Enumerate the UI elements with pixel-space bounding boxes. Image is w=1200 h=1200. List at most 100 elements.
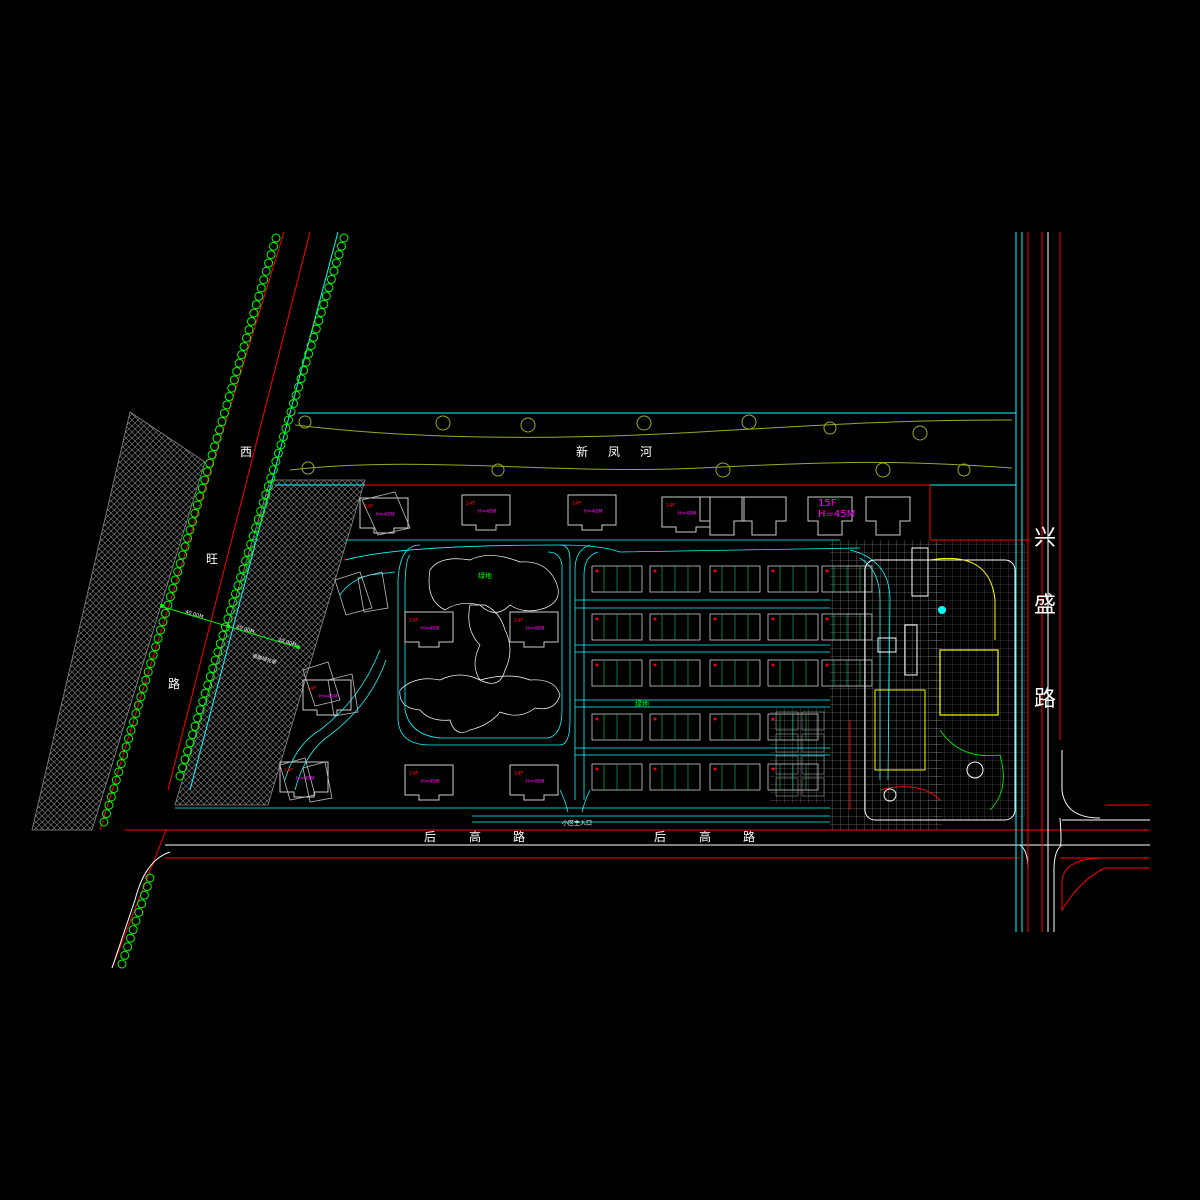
tree-icon: [258, 498, 268, 508]
tree-icon: [136, 692, 146, 702]
townhouse-unit: [591, 713, 643, 741]
tree-icon: [286, 407, 296, 417]
tree-icon: [111, 775, 121, 785]
river-label: 新 凤 河: [576, 444, 652, 459]
townhouse-unit: [649, 659, 701, 687]
road-labels: 西 旺 路 兴 盛 路 后 高 路 后 高 路: [168, 445, 1056, 844]
tree-icon: [256, 506, 266, 516]
tower-building: [865, 496, 911, 536]
tower-floor-tag: 14F: [466, 501, 475, 507]
tree-icon: [141, 675, 151, 685]
tree-icon: [187, 517, 197, 527]
tree-icon: [210, 655, 220, 665]
tree-icon: [168, 583, 178, 593]
tree-icon: [109, 784, 119, 794]
tree-icon: [269, 241, 279, 251]
tree-icon: [104, 800, 114, 810]
tree-icon: [156, 625, 166, 635]
tree-icon: [208, 663, 218, 673]
tree-icon: [163, 600, 173, 610]
tree-icon: [123, 942, 133, 952]
tower-building: [741, 496, 787, 536]
east-road-char-1: 兴: [1034, 526, 1056, 551]
tree-icon: [180, 754, 190, 764]
tree-icon: [212, 433, 222, 443]
tree-icon: [228, 597, 238, 607]
tree-icon: [259, 275, 269, 285]
tree-icon: [251, 300, 261, 310]
tree-icon: [237, 350, 247, 360]
tree-icon: [145, 873, 155, 883]
tree-icon: [253, 514, 263, 524]
tree-icon: [223, 614, 233, 624]
tree-icon: [316, 307, 326, 317]
tree-icon: [146, 658, 156, 668]
townhouse-unit: [709, 659, 761, 687]
tree-icon: [131, 709, 141, 719]
tree-icon: [175, 558, 185, 568]
tower-height-tag: H=45M: [584, 509, 603, 515]
tree-icon: [304, 349, 314, 359]
dimension-label-2: 20.00M: [235, 624, 255, 635]
tree-icon: [151, 642, 161, 652]
tree-icon: [326, 274, 336, 284]
tower-height-tag: H=45M: [526, 626, 545, 632]
tree-icon: [271, 233, 281, 243]
tree-icon: [134, 907, 144, 917]
tree-icon: [224, 392, 234, 402]
townhouse-unit: [591, 659, 643, 687]
street-tree-rows: [99, 233, 349, 969]
tree-icon: [218, 630, 228, 640]
tree-icon: [119, 750, 129, 760]
tree-icon: [306, 341, 316, 351]
tower-height-tag: H=45M: [526, 779, 545, 785]
tower-height-tag: H=45M: [376, 512, 395, 518]
tree-icon: [291, 390, 301, 400]
tree-icon: [266, 473, 276, 483]
tree-icon: [131, 916, 141, 926]
tree-icon: [178, 550, 188, 560]
tree-icon: [227, 383, 237, 393]
tree-icon: [329, 266, 339, 276]
tree-icon: [198, 697, 208, 707]
tree-icon: [197, 483, 207, 493]
tree-icon: [188, 730, 198, 740]
tower-height-tag: H=45M: [319, 694, 338, 700]
tree-icon: [243, 548, 253, 558]
tower-buildings: 14FH=45M14FH=45M14FH=45M14FH=45M14FH=45M…: [279, 494, 911, 801]
tree-icon: [173, 567, 183, 577]
tree-icon: [128, 717, 138, 727]
tower-height-tag: H=45M: [421, 779, 440, 785]
tower-height-tag: H=45M: [421, 626, 440, 632]
river-char-2: 凤: [608, 445, 620, 459]
tree-icon: [256, 283, 266, 293]
tree-icon: [205, 672, 215, 682]
tree-icon: [137, 899, 147, 909]
tree-icon: [202, 467, 212, 477]
river-char-3: 河: [640, 445, 652, 459]
tree-icon: [153, 633, 163, 643]
tree-icon: [301, 357, 311, 367]
river-char-1: 新: [576, 444, 588, 459]
townhouse-unit: [591, 565, 643, 593]
highlight-tower-tag: 15F: [818, 498, 837, 509]
tree-icon: [158, 617, 168, 627]
tree-icon: [271, 456, 281, 466]
tower-building: [807, 496, 853, 536]
townhouse-unit: [649, 613, 701, 641]
tree-icon: [236, 572, 246, 582]
tree-icon: [294, 382, 304, 392]
tree-icon: [195, 705, 205, 715]
south-road-left-char-3: 路: [513, 829, 525, 844]
tree-icon: [160, 608, 170, 618]
tree-icon: [178, 763, 188, 773]
tree-icon: [314, 316, 324, 326]
tree-icon: [195, 492, 205, 502]
tree-icon: [222, 400, 232, 410]
tower-floor-tag: 14F: [514, 618, 523, 624]
